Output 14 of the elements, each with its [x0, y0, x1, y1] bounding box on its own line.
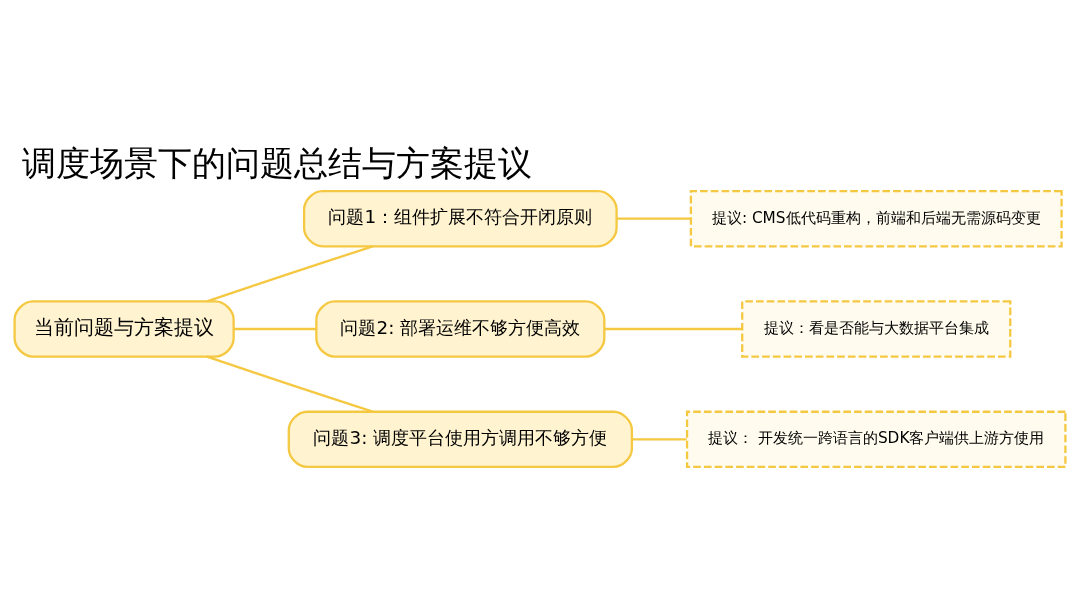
node-box: 问题1：组件扩展不符合开闭原则 [302, 189, 618, 247]
node-box: 问题3: 调度平台使用方调用不够方便 [287, 410, 634, 468]
node-box: 提议：看是否能与大数据平台集成 [741, 299, 1012, 358]
connector [604, 327, 742, 330]
connector [206, 244, 374, 302]
connector [632, 437, 687, 440]
connector [206, 355, 374, 413]
connector [616, 217, 691, 220]
diagram-title: 调度场景下的问题总结与方案提议 [22, 143, 533, 183]
node-box: 提议： 开发统一跨语言的SDK客户端供上游方使用 [685, 410, 1067, 468]
node-box: 当前问题与方案提议 [13, 299, 235, 358]
node-box: 提议: CMS低代码重构，前端和后端无需源码变更 [689, 189, 1063, 247]
connector [233, 327, 316, 330]
node-box: 问题2: 部署运维不够方便高效 [315, 299, 606, 358]
